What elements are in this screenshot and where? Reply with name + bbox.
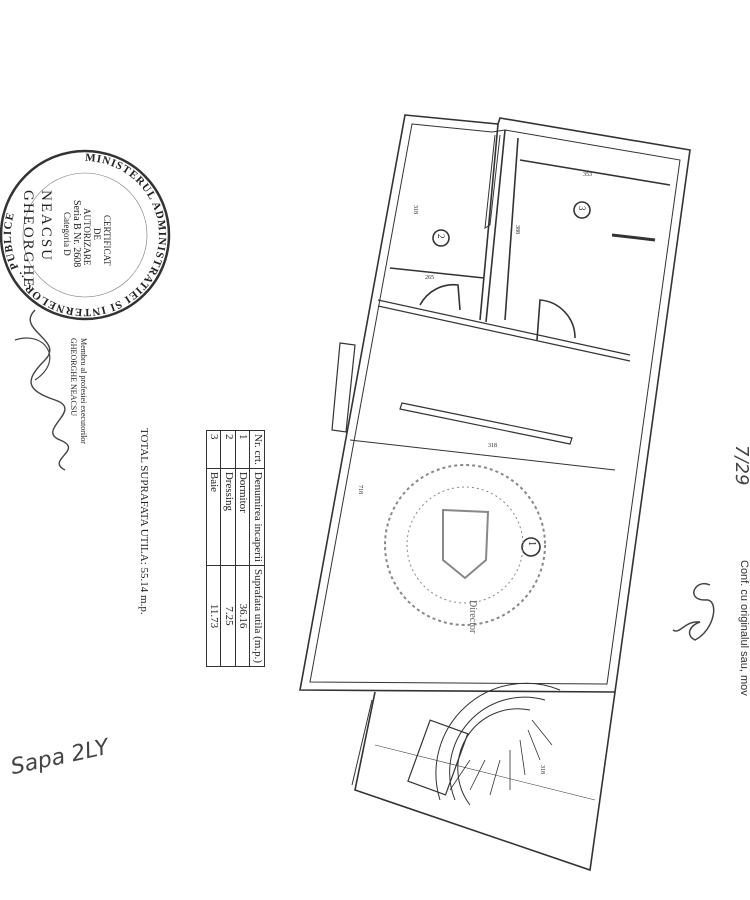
signature xyxy=(14,309,70,471)
dimension-label: 318 xyxy=(488,443,497,449)
room-label-1: 1 xyxy=(526,541,537,546)
room-marker-1 xyxy=(521,537,541,557)
dimension-label: 265 xyxy=(425,275,434,281)
handwritten-number: 7/29 xyxy=(731,445,750,486)
partition-wall xyxy=(519,159,671,186)
partition-wall xyxy=(349,439,616,471)
dimension-label: 353 xyxy=(583,172,592,178)
room-marker-3 xyxy=(573,201,591,219)
partition-wall xyxy=(611,233,656,242)
dimension-label: 318 xyxy=(412,205,418,214)
outer-wall xyxy=(299,114,691,693)
wardrobe xyxy=(399,402,573,445)
window xyxy=(331,342,356,433)
stair-outline xyxy=(354,691,616,872)
certification-text: Conf. cu originalul sau, mov xyxy=(738,560,750,696)
room-label-3: 3 xyxy=(577,206,587,211)
landing xyxy=(407,719,469,796)
stair-rail xyxy=(351,699,373,786)
seal-label: Director xyxy=(467,600,478,634)
stair-steps xyxy=(449,719,553,796)
dimension-label: 388 xyxy=(514,225,520,234)
room-marker-2 xyxy=(432,229,450,247)
inner-wall xyxy=(309,123,681,685)
dimension-label: 318 xyxy=(539,765,545,774)
dimension-label: 718 xyxy=(357,485,363,494)
partition-wall xyxy=(479,123,506,323)
partition-wall xyxy=(377,299,631,362)
partition-wall xyxy=(504,137,519,321)
partition-wall xyxy=(484,134,501,229)
door-arc xyxy=(536,299,576,341)
partition-wall xyxy=(389,267,485,279)
initials-signature xyxy=(672,582,715,641)
room-label-2: 2 xyxy=(436,234,446,239)
dimension-line xyxy=(374,744,596,801)
round-seal xyxy=(384,464,546,626)
stamp-ring: MINISTERUL ADMINISTRATIEI SI INTERNELOR … xyxy=(0,149,171,321)
authorization-stamp: MINISTERUL ADMINISTRATIEI SI INTERNELOR … xyxy=(0,140,175,330)
door-arc xyxy=(419,283,461,311)
